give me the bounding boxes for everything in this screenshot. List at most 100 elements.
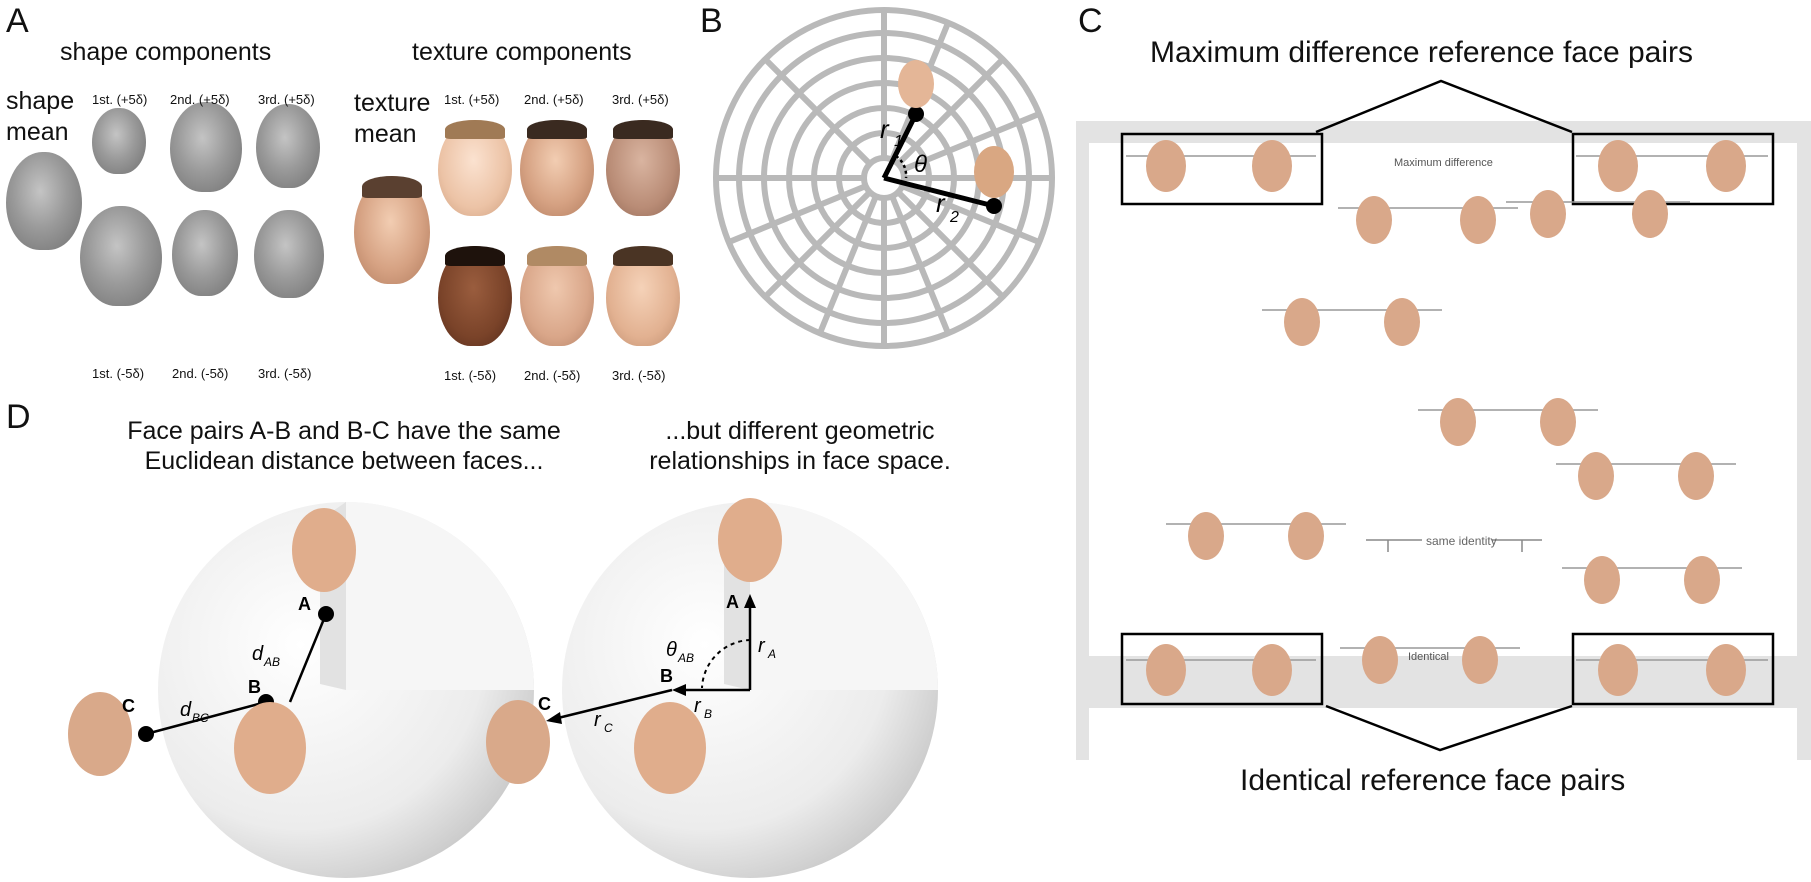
r-c-label: r (594, 709, 602, 731)
same-identity-text: same identity (1426, 534, 1497, 548)
texture-components-title: texture components (412, 38, 632, 66)
face-b1 (898, 60, 934, 108)
shape-top-label-3: 3rd. (+5δ) (258, 92, 315, 107)
texture-2nd-minus-face (520, 246, 594, 346)
r1-point (908, 106, 924, 122)
texture-bottom-label-2: 2nd. (-5δ) (524, 368, 581, 383)
bottom-connector (1325, 704, 1573, 752)
identical-text: Identical (1408, 651, 1449, 663)
face-a-right (718, 498, 782, 582)
d-left-caption-line1: Face pairs A-B and B-C have the same (127, 417, 561, 445)
top-connector (1315, 79, 1573, 134)
texture-3rd-minus-face (606, 246, 680, 346)
max-diff-text: Maximum difference (1394, 157, 1493, 169)
point-a-left (318, 606, 334, 622)
identical-band (1078, 656, 1808, 708)
d-ab-label: d (252, 643, 264, 665)
face-b2 (974, 146, 1014, 198)
r-b-sub: B (704, 707, 712, 721)
r1-vector (881, 112, 919, 180)
texture-3rd-plus-face (606, 120, 680, 216)
max-diff-box-left (1120, 132, 1324, 206)
face-b-left (234, 702, 306, 794)
polar-spokes (716, 10, 1052, 346)
r-a-sub: A (767, 647, 776, 661)
sphere-left-cut (346, 502, 534, 690)
identical-title: Identical reference face pairs (1240, 764, 1626, 797)
r-c-sub: C (604, 721, 613, 735)
texture-mean-face (354, 176, 430, 284)
texture-mean-label: texture mean (354, 88, 430, 151)
texture-top-label-3: 3rd. (+5δ) (612, 92, 669, 107)
d-right-caption: ...but different geometric relationships… (620, 416, 980, 476)
face-space-spheres: A B C d AB d BC A B C θ AB r A r B r C (68, 498, 938, 878)
point-c-label-left: C (122, 696, 135, 716)
shape-mean-line2: mean (6, 118, 69, 147)
shape-2nd-plus-face (170, 102, 242, 192)
r2-vector (883, 175, 995, 209)
shape-mean-face (6, 152, 82, 250)
theta-ab-sub: AB (677, 651, 694, 665)
panel-a-letter: A (6, 2, 29, 40)
d-left-caption: Face pairs A-B and B-C have the same Euc… (84, 416, 604, 476)
d-right-caption-line2: relationships in face space. (649, 447, 951, 475)
d-bc-line (145, 700, 267, 736)
texture-2nd-plus-face (520, 120, 594, 216)
texture-mean-line2: mean (354, 120, 417, 149)
shape-bottom-label-2: 2nd. (-5δ) (172, 366, 229, 381)
face-a-left (292, 508, 356, 592)
shape-top-label-1: 1st. (+5δ) (92, 92, 148, 107)
texture-top-label-1: 1st. (+5δ) (444, 92, 500, 107)
point-c-left (138, 726, 154, 742)
panel-c-letter: C (1078, 2, 1103, 40)
shape-3rd-minus-face (254, 210, 324, 298)
shape-2nd-minus-face (172, 210, 238, 296)
shape-1st-minus-face (80, 206, 162, 306)
texture-bottom-label-3: 3rd. (-5δ) (612, 368, 666, 383)
pair-faces (1146, 140, 1746, 696)
shape-bottom-label-3: 3rd. (-5δ) (258, 366, 312, 381)
d-bc-label: d (180, 699, 192, 721)
shape-mean-line1: shape (6, 87, 75, 115)
point-a-label-right: A (726, 592, 739, 612)
r1-sub: 1 (894, 133, 903, 150)
shape-bottom-label-1: 1st. (-5δ) (92, 366, 145, 381)
r2-point (986, 198, 1002, 214)
max-diff-box-right (1571, 132, 1775, 206)
reference-pairs-diagram: Maximum difference same identity Identic… (1076, 79, 1811, 760)
texture-bottom-label-1: 1st. (-5δ) (444, 368, 497, 383)
shape-mean-label: shape mean (6, 86, 74, 149)
panel-d-letter: D (6, 398, 31, 436)
point-a-label-left: A (298, 594, 311, 614)
shape-top-label-2: 2nd. (+5δ) (170, 92, 230, 107)
face-c-left (68, 692, 132, 776)
d-left-caption-line2: Euclidean distance between faces... (144, 447, 544, 475)
r-b-label: r (694, 695, 702, 717)
shape-3rd-plus-face (256, 104, 320, 188)
texture-1st-plus-face (438, 120, 512, 216)
identical-box-right (1571, 632, 1775, 706)
r-c-vector (557, 688, 673, 720)
shape-1st-plus-face (92, 108, 146, 174)
r-a-label: r (758, 635, 766, 657)
d-right-caption-line1: ...but different geometric (665, 417, 935, 445)
r1-label: r (880, 114, 890, 144)
theta-label: θ (914, 151, 927, 178)
theta-ab-label: θ (666, 639, 677, 661)
arena-frame (1076, 121, 1811, 760)
d-ab-line (288, 613, 328, 703)
shape-components-title: shape components (60, 38, 272, 66)
face-c-right (486, 700, 550, 784)
theta-arc (895, 154, 908, 179)
polar-diagram: r 1 θ r 2 (713, 7, 1055, 349)
face-b-right (634, 702, 706, 794)
point-b-label-left: B (248, 677, 261, 697)
d-ab-sub: AB (263, 655, 280, 669)
sphere-right-cut (750, 502, 938, 690)
d-bc-sub: BC (192, 711, 209, 725)
panel-b-letter: B (700, 2, 723, 40)
texture-top-label-2: 2nd. (+5δ) (524, 92, 584, 107)
point-b-label-right: B (660, 666, 673, 686)
max-diff-title: Maximum difference reference face pairs (1150, 36, 1694, 69)
texture-1st-minus-face (438, 246, 512, 346)
